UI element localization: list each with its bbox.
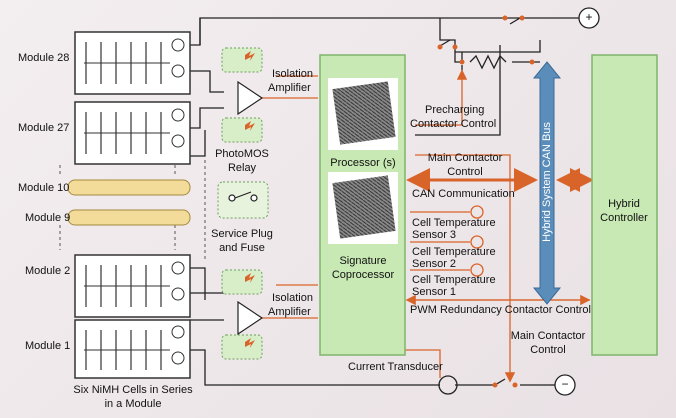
module-2-label: Module 2	[25, 265, 71, 277]
coprocessor-l1: Signature	[339, 255, 387, 267]
module-1	[74, 319, 191, 379]
photomos-label-l2: Relay	[227, 162, 257, 174]
main-contactor-top-l1: Main Contactor	[427, 152, 503, 164]
main-contactor-top-l2: Control	[447, 166, 483, 178]
coprocessor-chip-image	[332, 175, 396, 239]
module-27-label: Module 27	[18, 122, 70, 134]
can-communication-label: CAN Communication	[412, 188, 515, 200]
module-2	[74, 254, 191, 318]
isolation-amp-bottom-l2: Amplifier	[268, 306, 311, 318]
photomos-relay-1	[221, 47, 263, 73]
main-contactor-bottom-l1: Main Contactor	[510, 330, 586, 342]
isolation-amplifier-bottom-symbol	[237, 300, 264, 336]
hybrid-controller-l2: Controller	[600, 212, 648, 224]
service-plug-l1: Service Plug	[211, 228, 273, 240]
cells-caption-line1: Six NiMH Cells in Series	[73, 384, 193, 396]
isolation-amp-bottom-l1: Isolation	[272, 292, 313, 304]
hybrid-controller-l1: Hybrid	[608, 198, 640, 210]
processor-chip-image	[332, 81, 396, 145]
service-plug-l2: and Fuse	[219, 242, 265, 254]
isolation-amp-top-l2: Amplifier	[268, 82, 311, 94]
isolation-amp-top-l1: Isolation	[272, 68, 313, 80]
sensor1-l1: Cell Temperature	[412, 274, 496, 286]
module-9-label: Module 9	[25, 212, 71, 224]
positive-terminal: +	[585, 10, 593, 24]
module-28	[74, 31, 191, 95]
sensor2-l2: Sensor 2	[412, 258, 457, 270]
service-plug-box	[217, 181, 269, 219]
sensor1-l2: Sensor 1	[412, 286, 457, 298]
precharging-l2: Contactor Control	[410, 118, 497, 130]
sensor3-l2: Sensor 3	[412, 229, 457, 241]
module-1-label: Module 1	[25, 340, 71, 352]
cells-caption-line2: in a Module	[104, 398, 162, 410]
coprocessor-l2: Coprocessor	[331, 269, 395, 281]
module-28-label: Module 28	[18, 52, 70, 64]
processor-label: Processor (s)	[330, 157, 396, 169]
sensor2-l1: Cell Temperature	[412, 246, 496, 258]
module-10-bar	[67, 179, 191, 196]
current-transducer-symbol	[438, 375, 458, 395]
module-10-label: Module 10	[18, 182, 70, 194]
photomos-relay-2	[221, 117, 263, 143]
sensor3-l1: Cell Temperature	[412, 217, 496, 229]
module-9-bar	[67, 209, 191, 226]
hybrid-controller-block	[591, 54, 658, 356]
main-contactor-bottom-l2: Control	[530, 344, 566, 356]
can-bus-arrow	[532, 61, 562, 305]
negative-terminal: −	[561, 377, 569, 391]
pwm-label: PWM Redundancy Contactor Control	[410, 304, 591, 316]
module-27	[74, 101, 191, 165]
photomos-relay-4	[221, 334, 263, 360]
current-transducer-label: Current Transducer	[348, 361, 443, 373]
precharging-l1: Precharging	[425, 104, 485, 116]
photomos-relay-3	[221, 269, 263, 295]
can-bus-label: Hybrid System CAN Bus	[541, 122, 553, 242]
isolation-amplifier-top-symbol	[237, 80, 264, 116]
photomos-label-l1: PhotoMOS	[215, 148, 269, 160]
